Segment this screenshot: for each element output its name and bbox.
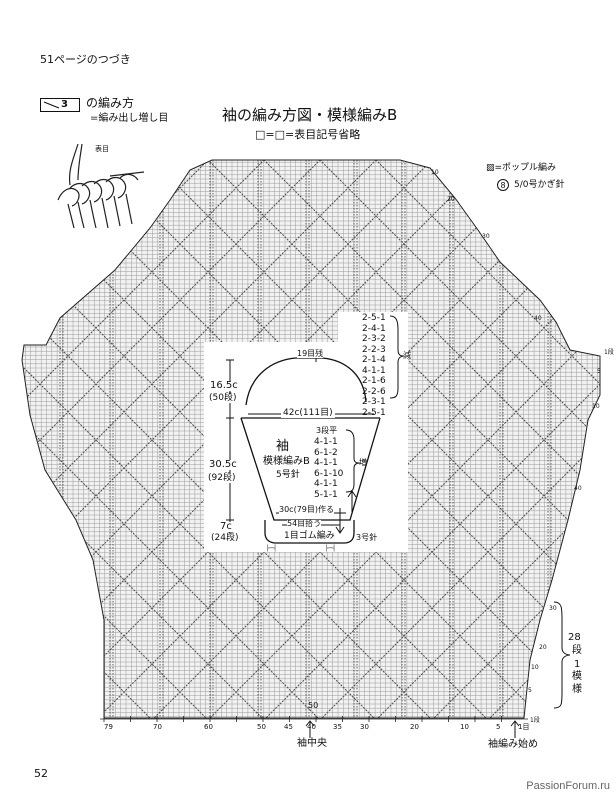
bottom-tick-5: 40 xyxy=(307,723,316,731)
height-top-rows: (50段) xyxy=(209,393,237,403)
bottom-tick-3: 50 xyxy=(257,723,266,731)
bottom-tick-11: 1目 xyxy=(518,723,530,731)
upper-tick-20: 20 xyxy=(447,196,455,203)
side-tick-40: 40 xyxy=(574,485,582,492)
method-title: の編み方 xyxy=(86,96,135,110)
height-mid: 30.5c xyxy=(209,459,237,470)
side-tick-30: 30 xyxy=(549,605,557,612)
decrease-row-9: 2-5-1 xyxy=(362,407,386,418)
bottom-tick-4: 45 xyxy=(284,723,293,731)
decrease-row-6: 2-1-6 xyxy=(362,376,386,386)
increase-row-3: 6-1-10 xyxy=(314,468,344,479)
watermark: PassionForum.ru xyxy=(526,780,610,792)
start-label: 袖編み始め xyxy=(488,739,538,750)
cuff-tick-right: ├─┤ xyxy=(325,545,336,552)
increase-row-4: 4-1-1 xyxy=(314,479,338,489)
chart-legend: □=□=表目記号省略 xyxy=(255,128,361,141)
increase-row-0: 4-1-1 xyxy=(314,437,338,447)
bottom-baseline xyxy=(100,716,528,722)
decrease-row-1: 2-4-1 xyxy=(362,323,386,334)
upper-tick-30: 30 xyxy=(482,233,490,240)
rib-needle: 3号針 xyxy=(356,533,378,542)
bottom-tick-9: 10 xyxy=(460,723,469,731)
page-header: 51ページのつづき xyxy=(40,53,131,66)
bottom-tick-8: 20 xyxy=(410,723,419,731)
side-tick-1: 1段 xyxy=(530,717,540,724)
page-number: 52 xyxy=(34,767,48,780)
height-bot: 7c xyxy=(220,521,232,532)
increase-row-2: 4-1-1 xyxy=(314,458,338,468)
sleeve-width-label: 42c(111目) xyxy=(281,408,335,418)
bottom-tick-7: 30 xyxy=(360,723,369,731)
decrease-row-3: 2-2-3 xyxy=(362,344,386,355)
height-bot-rows: (24段) xyxy=(211,533,239,543)
repeat-rows: 28 xyxy=(568,632,581,643)
bottom-tick-6: 35 xyxy=(333,723,342,731)
side-tick-10: 10 xyxy=(531,664,539,671)
repeat-unit: 段 xyxy=(572,645,582,656)
hook-legend: 5/0号かぎ針 xyxy=(514,180,565,190)
repeat-word-2: 様 xyxy=(572,684,582,695)
side-tick-5: 5 xyxy=(528,687,532,694)
decrease-symbol-icon xyxy=(43,101,60,109)
method-number: 3 xyxy=(61,99,68,110)
rib-label: 1目ゴム編み xyxy=(284,531,335,541)
repeat-word-1: 模 xyxy=(572,671,582,682)
cuff-tick-left: ├─┤ xyxy=(266,545,277,552)
increase-row-5: 5-1-1 xyxy=(314,489,338,500)
right-tick-10: 10 xyxy=(592,403,600,410)
center-arrow-icon xyxy=(305,720,315,738)
schematic-panel xyxy=(204,342,408,552)
repeat-count: 1 xyxy=(574,659,581,670)
schematic-panel-notch xyxy=(338,312,408,347)
decrease-row-4: 2-1-4 xyxy=(362,355,386,365)
right-tick-5: 5 xyxy=(597,368,601,375)
center-label: 袖中央 xyxy=(297,738,327,749)
sleeve-pattern: 模様編みB xyxy=(263,456,310,467)
method-number-box: 3 xyxy=(40,98,80,112)
cuff-pickup: 54目拾う xyxy=(287,519,322,528)
chart-outline xyxy=(21,159,601,719)
cuff-width: 30c(79目)作る xyxy=(279,505,334,514)
upper-tick-40: 40 xyxy=(534,315,542,322)
stitch-label: 表目 xyxy=(95,145,109,153)
decrease-row-5: 4-1-1 xyxy=(362,365,386,376)
knitting-illustration-icon xyxy=(57,143,145,229)
cap-top-label: 19目残 xyxy=(297,349,324,358)
chart-title: 袖の編み方図・模様編みB xyxy=(222,106,398,124)
increase-label: 増 xyxy=(359,458,367,467)
right-tick-top: 1段 xyxy=(604,349,614,356)
side-tick-20: 20 xyxy=(539,644,547,651)
popcorn-legend: ▨=ポップル編み xyxy=(486,163,557,173)
bottom-tick-2: 60 xyxy=(204,723,213,731)
crochet-hook-icon: 8 xyxy=(497,179,509,191)
height-mid-rows: (92段) xyxy=(208,473,236,483)
decrease-row-0: 2-5-1 xyxy=(362,313,386,323)
decrease-row-7: 2-2-6 xyxy=(362,386,386,397)
decrease-row-8: 2-3-1 xyxy=(362,397,386,407)
increase-row-1: 6-1-2 xyxy=(314,447,338,458)
bottom-tick-10: 5 xyxy=(496,723,501,731)
sleeve-name: 袖 xyxy=(276,439,290,454)
decrease-label: 減 xyxy=(403,351,411,360)
svg-text:8: 8 xyxy=(500,181,505,190)
top-tick: 50 xyxy=(308,701,319,710)
start-arrow-icon xyxy=(510,720,520,738)
bottom-tick-1: 70 xyxy=(153,723,162,731)
height-top: 16.5c xyxy=(210,380,238,391)
upper-tick-10: 10 xyxy=(431,169,439,176)
plain-rows: 3段平 xyxy=(316,426,338,435)
repeat-bracket-icon xyxy=(553,601,571,709)
sleeve-needle: 5号針 xyxy=(276,470,300,480)
decrease-row-2: 2-3-2 xyxy=(362,334,386,344)
method-subtitle: =編み出し増し目 xyxy=(90,113,169,124)
bottom-tick-0: 79 xyxy=(104,723,113,731)
